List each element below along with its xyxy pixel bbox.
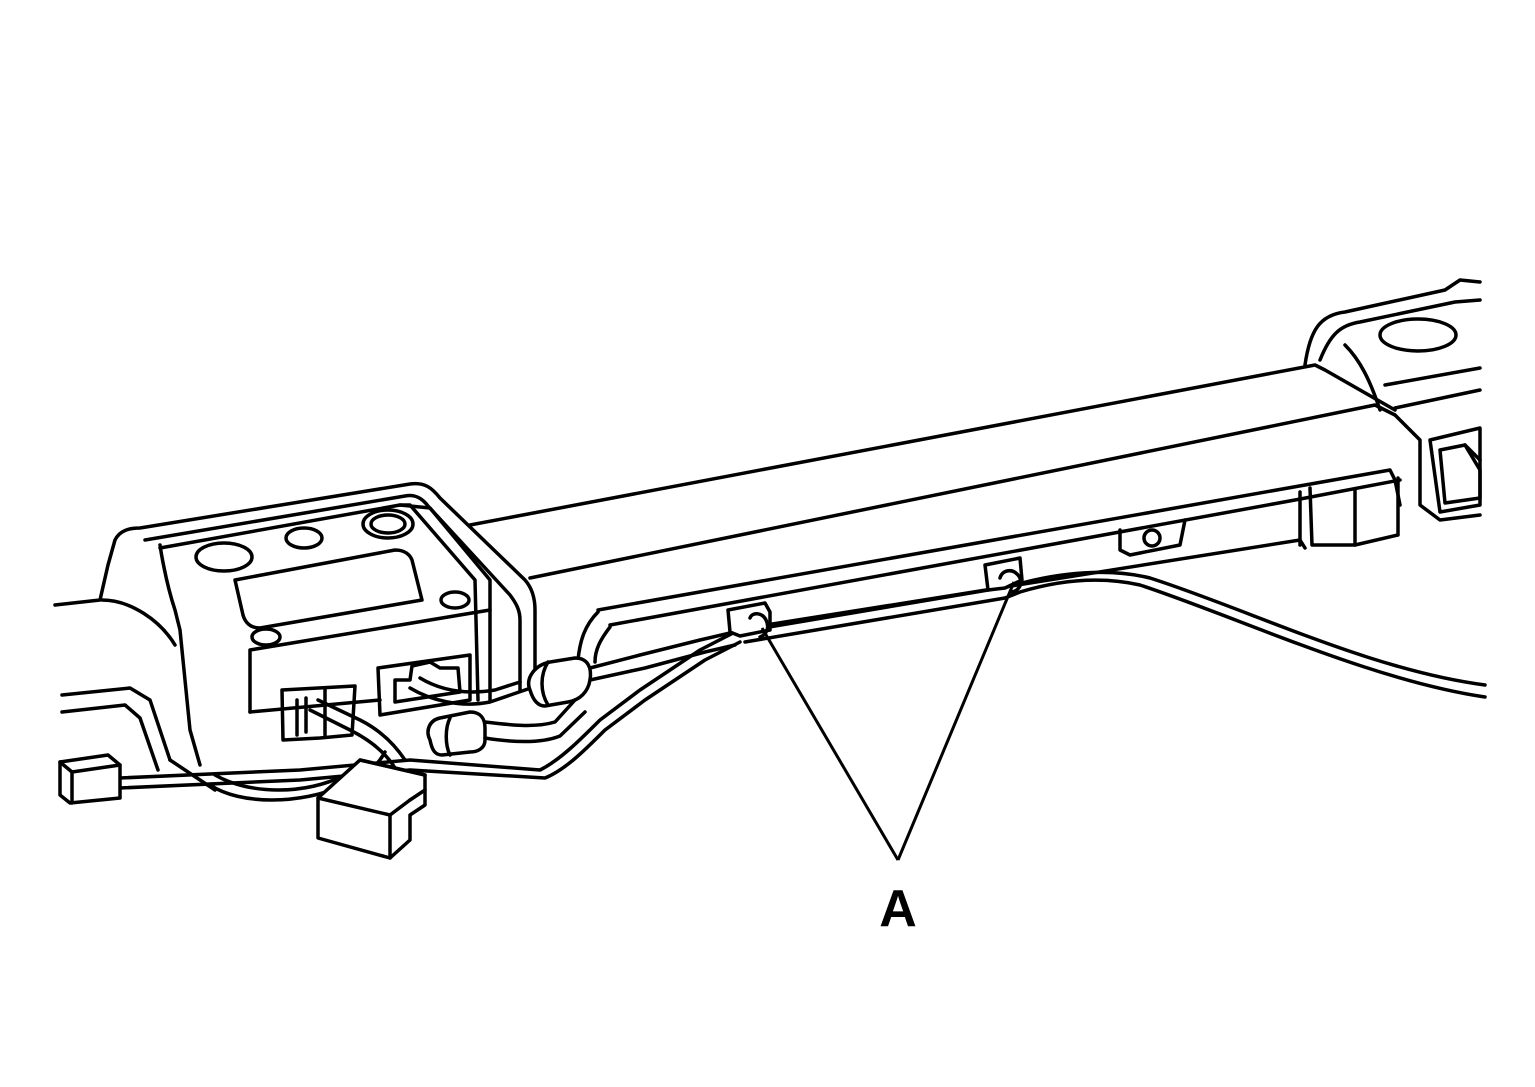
center-connector: [316, 758, 427, 860]
left-connector: [58, 753, 122, 805]
right-mount-bracket: [1303, 278, 1482, 522]
wiring-harness: [118, 570, 1487, 802]
callout-a-leader-left: [760, 627, 900, 861]
left-mount-bracket: [53, 481, 537, 767]
callout-a-leader-right: [896, 581, 1016, 861]
callout-a: A: [760, 581, 1016, 938]
callout-a-label: A: [879, 880, 917, 938]
